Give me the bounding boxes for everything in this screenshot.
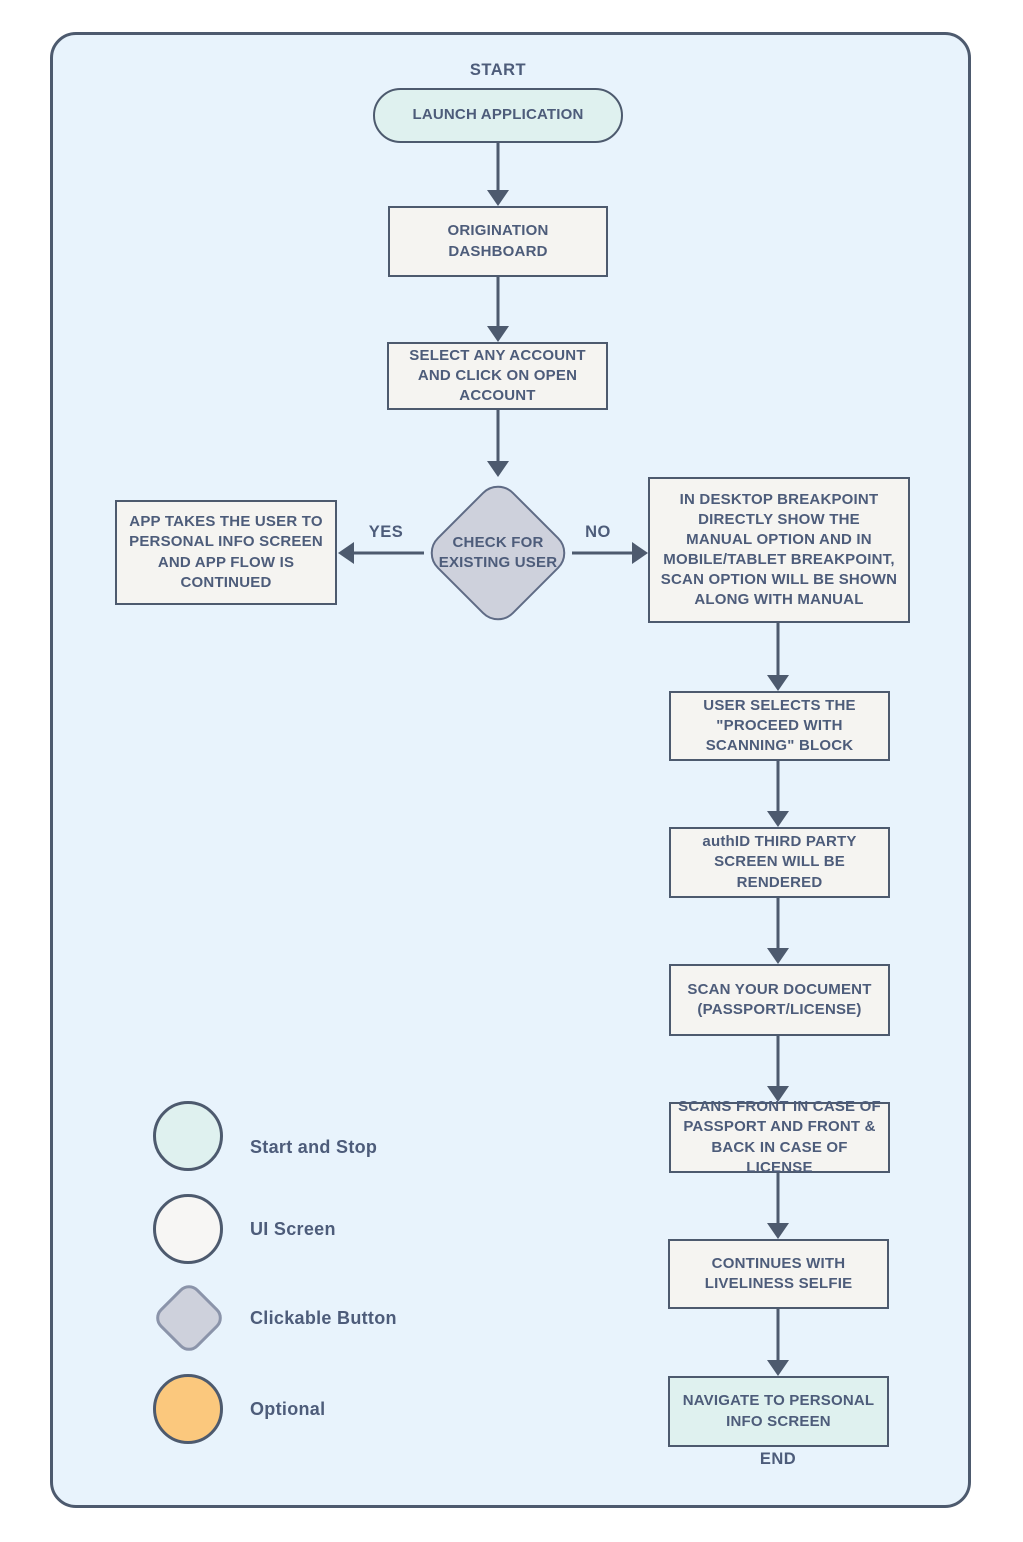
- flow-node-label: authID THIRD PARTY SCREEN WILL BE RENDER…: [702, 833, 857, 891]
- flow-node-label: LAUNCH APPLICATION: [412, 106, 584, 124]
- legend-label-start-stop: Start and Stop: [250, 1136, 378, 1157]
- flow-node-label: ORIGINATION DASHBOARD: [447, 222, 549, 260]
- flow-node-navigate-personal-info: NAVIGATE TO PERSONAL INFO SCREEN: [668, 1376, 889, 1447]
- decision-check-existing-user-label: CHECK FOR EXISTING USER: [438, 533, 558, 571]
- flow-node-scan-document: SCAN YOUR DOCUMENT (PASSPORT/LICENSE): [669, 964, 890, 1036]
- flow-node-label: SCAN YOUR DOCUMENT (PASSPORT/LICENSE): [687, 980, 872, 1018]
- flow-node-origination-dashboard: ORIGINATION DASHBOARD: [388, 206, 608, 277]
- flow-node-launch-application: LAUNCH APPLICATION: [373, 88, 623, 143]
- flow-node-select-account: SELECT ANY ACCOUNT AND CLICK ON OPEN ACC…: [387, 342, 608, 410]
- flow-node-breakpoint-options: IN DESKTOP BREAKPOINT DIRECTLY SHOW THE …: [648, 477, 910, 623]
- flow-node-label: SCANS FRONT IN CASE OF PASSPORT AND FRON…: [678, 1098, 881, 1176]
- legend-swatch-optional: [153, 1374, 223, 1444]
- start-label: START: [469, 61, 527, 79]
- end-label: END: [759, 1450, 797, 1468]
- flow-node-scans-front-back: SCANS FRONT IN CASE OF PASSPORT AND FRON…: [669, 1098, 890, 1176]
- flow-node-authid-screen: authID THIRD PARTY SCREEN WILL BE RENDER…: [669, 827, 890, 898]
- branch-label-no: NO: [585, 523, 611, 541]
- flow-node-label: IN DESKTOP BREAKPOINT DIRECTLY SHOW THE …: [660, 490, 898, 609]
- flow-node-label: SELECT ANY ACCOUNT AND CLICK ON OPEN ACC…: [409, 346, 586, 405]
- legend-label-ui-screen: UI Screen: [250, 1218, 336, 1239]
- flow-node-label: NAVIGATE TO PERSONAL INFO SCREEN: [682, 1392, 875, 1430]
- flow-node-proceed-scanning: USER SELECTS THE "PROCEED WITH SCANNING"…: [669, 691, 890, 761]
- legend-label-optional: Optional: [250, 1398, 326, 1419]
- flow-node-label: USER SELECTS THE "PROCEED WITH SCANNING"…: [703, 696, 856, 755]
- flow-node-personal-info-continue: APP TAKES THE USER TO PERSONAL INFO SCRE…: [115, 500, 337, 605]
- flow-node-label: CONTINUES WITH LIVELINESS SELFIE: [704, 1254, 853, 1292]
- flow-node-liveliness-selfie: CONTINUES WITH LIVELINESS SELFIE: [668, 1239, 889, 1309]
- legend-label-clickable-button: Clickable Button: [250, 1307, 397, 1328]
- branch-label-yes: YES: [368, 523, 404, 541]
- legend-swatch-start-stop: [153, 1101, 223, 1171]
- legend-swatch-ui-screen: [153, 1194, 223, 1264]
- flow-node-label: APP TAKES THE USER TO PERSONAL INFO SCRE…: [129, 513, 323, 591]
